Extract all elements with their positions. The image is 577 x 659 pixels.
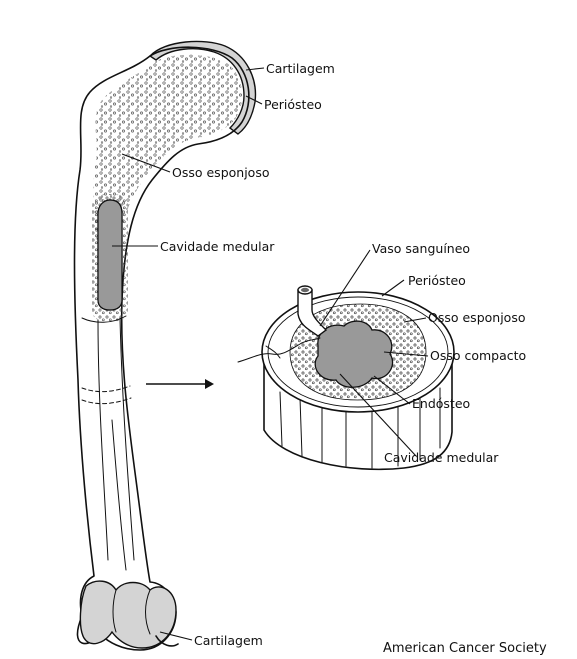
label-cartilage-top: Cartilagem <box>266 61 335 76</box>
label-spongy-section: Osso esponjoso <box>428 310 525 325</box>
label-spongy-femur: Osso esponjoso <box>172 165 269 180</box>
label-blood-vessel: Vaso sanguíneo <box>372 241 470 256</box>
label-marrow-section: Cavidade medular <box>384 450 499 465</box>
label-compact-bone: Osso compacto <box>430 348 526 363</box>
bone-cross-section <box>238 286 454 469</box>
label-endosteum: Endósteo <box>412 396 470 411</box>
label-cartilage-bottom: Cartilagem <box>194 633 263 648</box>
credit-text: American Cancer Society <box>383 641 547 656</box>
label-marrow-femur: Cavidade medular <box>160 239 275 254</box>
section-medullary-cavity <box>315 321 392 387</box>
arrow <box>146 379 214 389</box>
label-periosteum-section: Periósteo <box>408 273 466 288</box>
femur <box>75 41 256 650</box>
label-periosteum-femur: Periósteo <box>264 97 322 112</box>
femur-distal-cartilage <box>80 581 176 648</box>
